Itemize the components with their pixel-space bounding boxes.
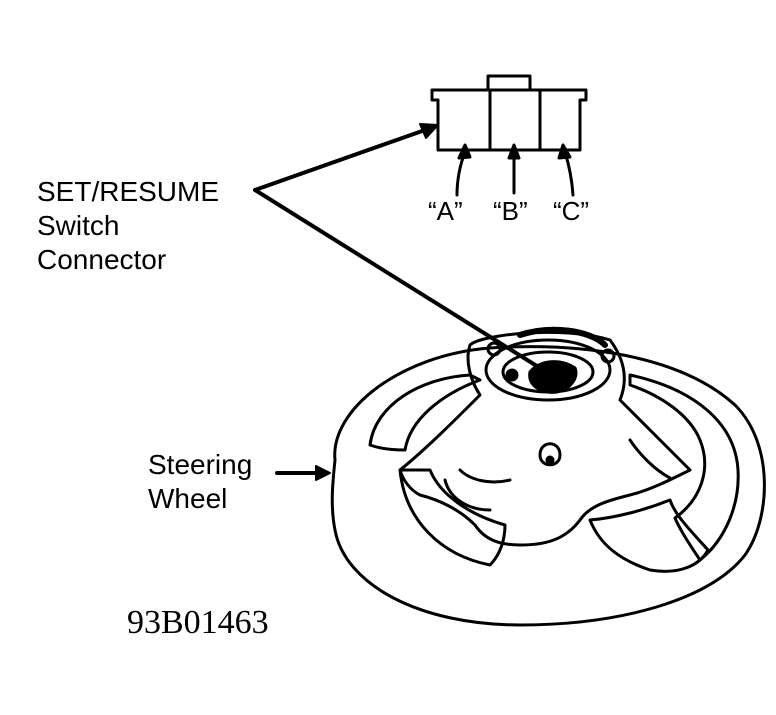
steering-wheel-label-line-1: Steering [148,449,253,480]
connector-label-line-1: SET/RESUME [37,176,220,207]
connector-callout-label: SET/RESUME Switch Connector [37,175,219,277]
pin-label-b: “B” [493,196,528,226]
figure-id: 93B01463 [127,604,269,641]
pin-label-a: “A” [428,196,463,226]
connector-label-line-2: Switch [37,210,120,241]
pin-arrows [455,143,575,197]
connector-label-line-3: Connector [37,244,167,275]
pin-label-c: “C” [553,196,590,226]
steering-wheel-label: Steering Wheel [148,448,252,516]
steering-wheel-label-line-2: Wheel [148,483,228,514]
connector-leader-lines [253,123,542,370]
steering-wheel-drawing [330,326,766,627]
steering-wheel-arrow [275,465,331,481]
connector-drawing [430,74,588,152]
